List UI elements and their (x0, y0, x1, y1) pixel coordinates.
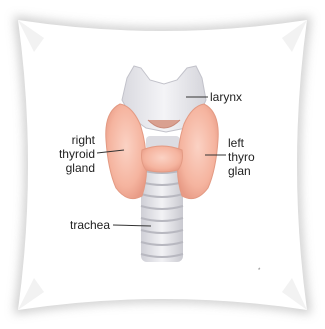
right-thyroid-line-3: gland (40, 161, 95, 175)
trachea-label: trachea (70, 218, 110, 232)
larynx-label: larynx (210, 90, 242, 104)
right-thyroid-line-1: right (40, 133, 95, 147)
right-thyroid-gland-label: right thyroid gland (40, 133, 95, 175)
thyroid-isthmus (142, 146, 183, 172)
left-thyroid-line-3: glan (228, 164, 268, 178)
right-thyroid-line-2: thyroid (40, 147, 95, 161)
left-thyroid-gland-label: left thyro glan (228, 136, 268, 178)
left-thyroid-line-1: left (228, 136, 268, 150)
left-thyroid-line-2: thyro (228, 150, 268, 164)
